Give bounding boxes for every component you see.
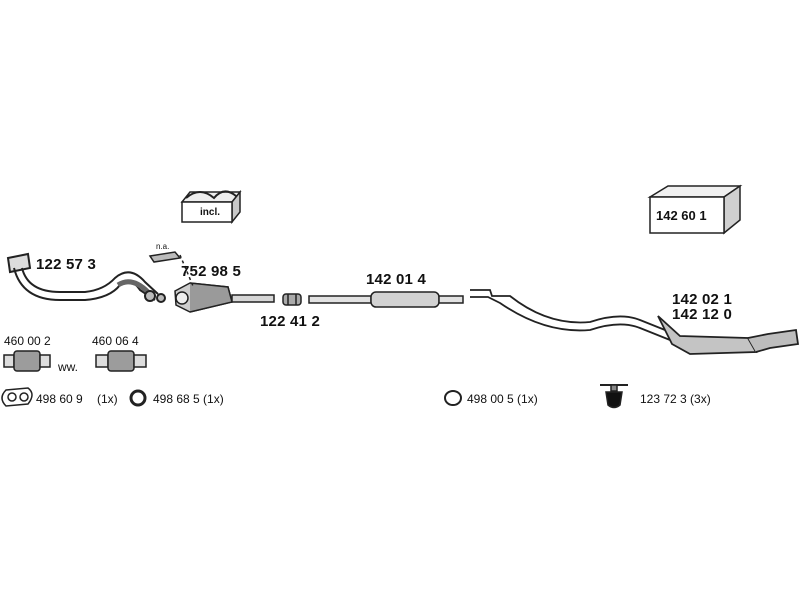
rear-silencer-142-02-1 <box>470 289 800 355</box>
label-middle-silencer: 142 01 4 <box>366 271 426 288</box>
label-incl: incl. <box>200 207 221 218</box>
label-flex-pipe-a: 460 00 2 <box>4 334 51 348</box>
label-not-available: n.a. <box>156 242 170 251</box>
label-gasket: 498 60 9 <box>36 392 83 406</box>
label-kit-box: 142 60 1 <box>656 208 707 223</box>
label-ww: ww. <box>58 360 79 374</box>
label-mounting: 123 72 3 (3x) <box>640 392 711 406</box>
rubber-ring-icon <box>444 390 462 406</box>
label-clamp: 122 41 2 <box>260 313 320 330</box>
flex-pipe-460-00-2 <box>3 350 51 372</box>
mounting-icon <box>600 384 628 409</box>
label-flex-pipe-b: 460 06 4 <box>92 334 139 348</box>
clamp-122-41-2 <box>282 293 302 306</box>
catalytic-converter-752-98-5 <box>148 251 275 313</box>
label-ring-gasket: 498 68 5 (1x) <box>153 392 224 406</box>
middle-silencer-142-01-4 <box>308 291 464 308</box>
downpipe-122-57-3 <box>6 252 166 303</box>
label-rear-silencer-a: 142 02 1 <box>672 291 732 308</box>
gasket-icon <box>1 387 33 407</box>
flex-pipe-460-06-4 <box>95 350 147 372</box>
incl-box-icon <box>180 189 242 225</box>
kit-box-icon <box>647 184 743 235</box>
label-gasket-qty: (1x) <box>97 392 118 406</box>
label-rubber-ring: 498 00 5 (1x) <box>467 392 538 406</box>
label-downpipe: 122 57 3 <box>36 256 96 273</box>
label-catalytic-converter: 752 98 5 <box>181 263 241 280</box>
ring-gasket-icon <box>129 389 147 407</box>
label-rear-silencer-b: 142 12 0 <box>672 306 732 323</box>
